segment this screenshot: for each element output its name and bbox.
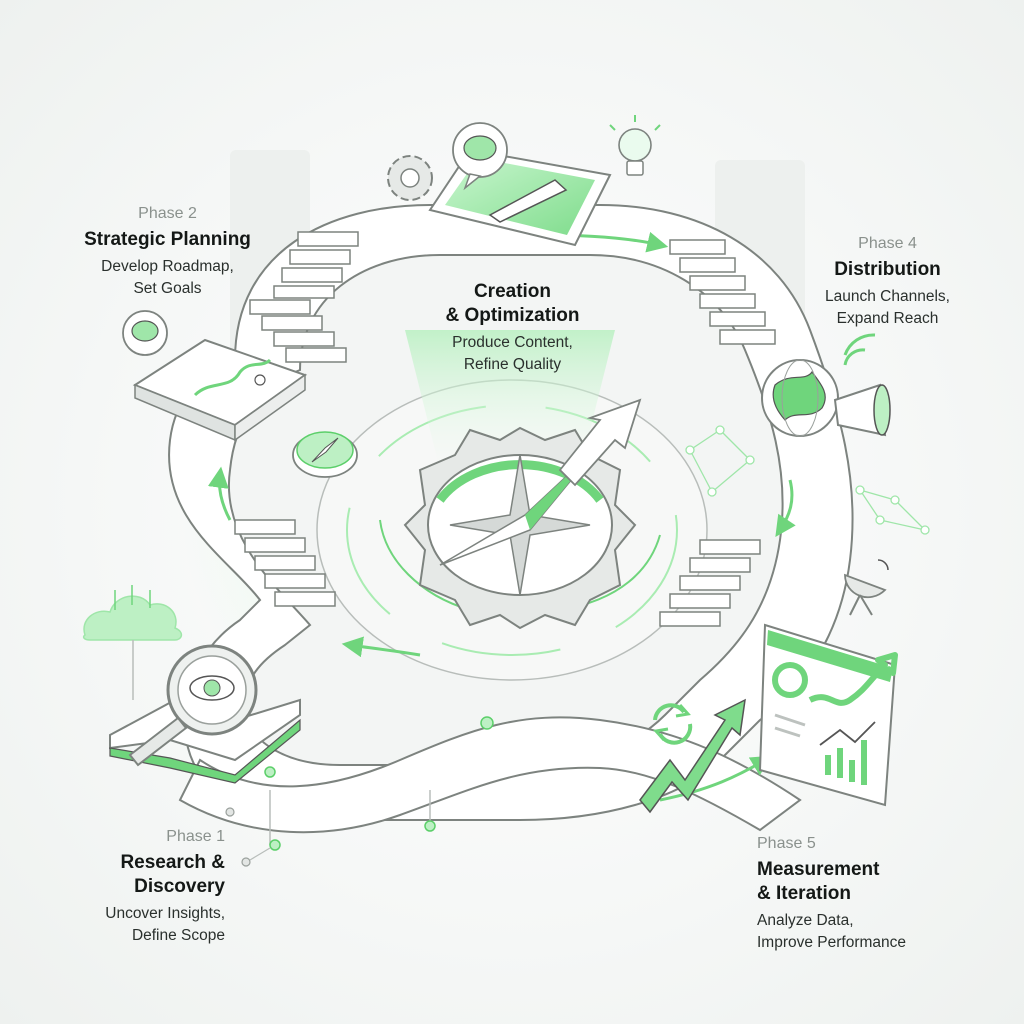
phase-desc-line: Develop Roadmap, xyxy=(101,258,234,275)
phase-title: Strategic Planning xyxy=(84,229,251,250)
cloud-icon xyxy=(82,585,183,700)
phase-title: & Optimization xyxy=(445,305,580,326)
phase-desc-line: Analyze Data, xyxy=(757,912,854,929)
phase-2-label: Phase 2 Strategic Planning Develop Roadm… xyxy=(60,205,275,300)
phase-desc-line: Launch Channels, xyxy=(825,288,950,305)
phase-title: Distribution xyxy=(834,259,941,280)
dashboard-icon xyxy=(758,623,898,807)
phase-number: Phase 1 xyxy=(166,828,225,845)
chessboard-icon xyxy=(122,310,308,442)
megaphone-icon xyxy=(833,333,891,437)
phase-title: Measurement xyxy=(757,859,880,880)
phase-title: & Iteration xyxy=(757,883,851,904)
winding-path xyxy=(178,716,802,867)
phase-desc-line: Improve Performance xyxy=(757,934,907,951)
trend-arrow-icon xyxy=(639,698,746,814)
phase-5-label: Phase 5 Measurement & Iteration Analyze … xyxy=(757,835,997,954)
phase-title: Discovery xyxy=(134,876,225,897)
phase-desc-line: Set Goals xyxy=(133,280,202,297)
phase-desc-line: Refine Quality xyxy=(463,356,562,373)
satellite-dish-icon xyxy=(844,559,889,616)
stairs-left-lower xyxy=(234,519,336,607)
brain-bubble-icon xyxy=(452,122,508,191)
phase-number: Phase 5 xyxy=(757,835,816,852)
phase-3-label: Creation & Optimization Produce Content,… xyxy=(400,280,625,376)
lightbulb-icon xyxy=(609,115,661,176)
stairs-right-upper xyxy=(669,239,776,345)
magnifier-eye-icon xyxy=(128,644,258,767)
phase-title: Creation xyxy=(473,281,552,302)
phase-desc-line: Expand Reach xyxy=(836,310,939,327)
compass-icon xyxy=(292,431,358,478)
phase-1-label: Phase 1 Research & Discovery Uncover Ins… xyxy=(40,828,225,947)
phase-number: Phase 2 xyxy=(138,205,197,222)
gear-icon xyxy=(387,155,433,201)
refresh-icon xyxy=(653,703,693,745)
stairs-left-upper xyxy=(249,231,359,363)
compass-gear-icon xyxy=(403,398,642,630)
phase-desc-line: Produce Content, xyxy=(452,334,573,351)
phase-4-label: Phase 4 Distribution Launch Channels, Ex… xyxy=(795,235,980,330)
phase-title: Research & xyxy=(120,852,225,873)
stairs-right-lower xyxy=(659,539,761,627)
phase-number: Phase 4 xyxy=(858,235,917,252)
phase-desc-line: Define Scope xyxy=(131,927,225,944)
phase-desc-line: Uncover Insights, xyxy=(105,905,225,922)
globe-icon xyxy=(761,359,839,437)
network-icon xyxy=(685,425,930,535)
